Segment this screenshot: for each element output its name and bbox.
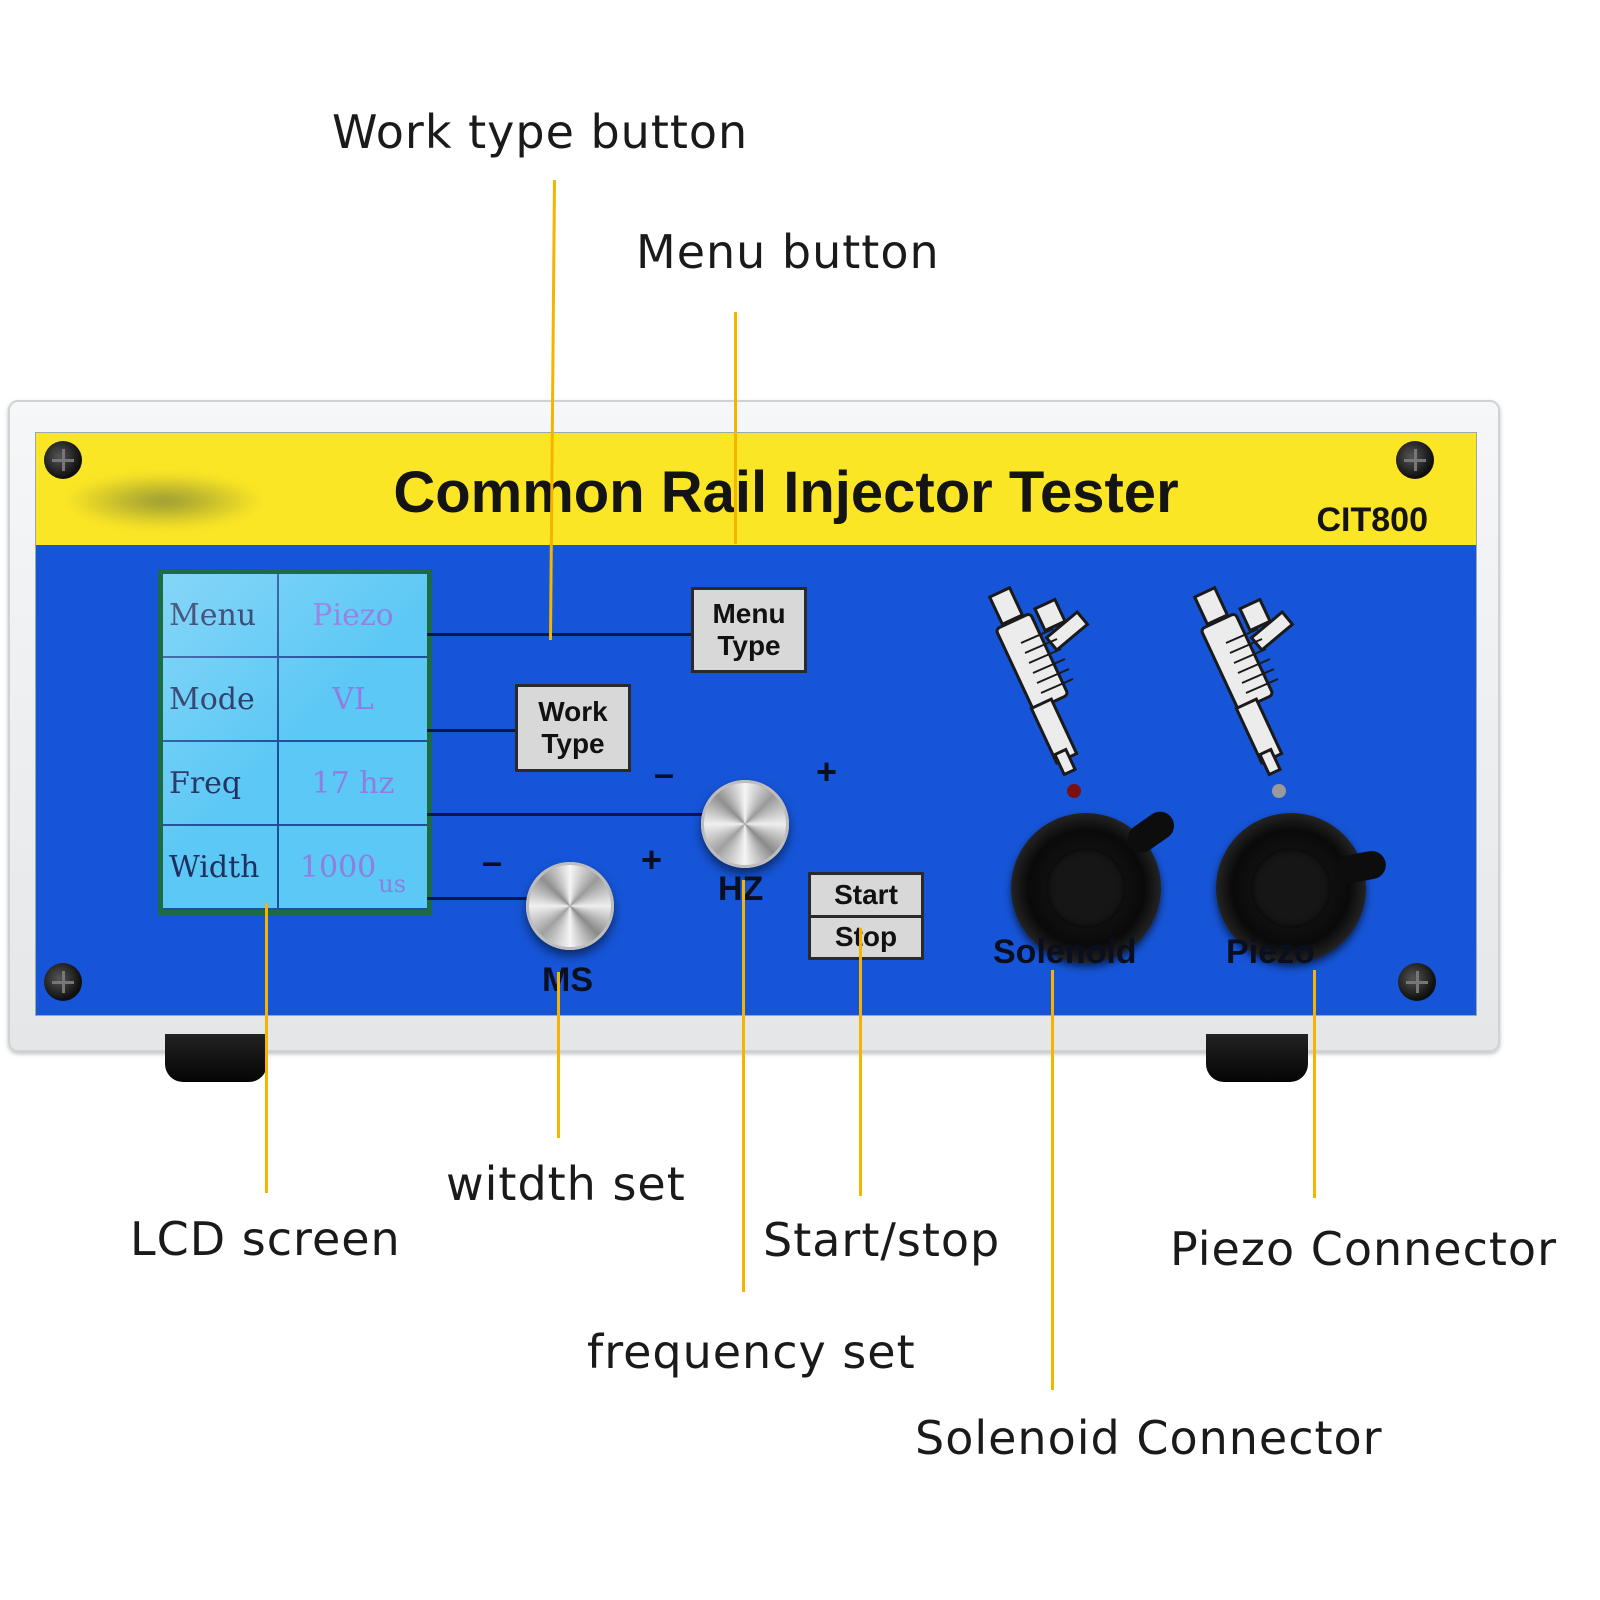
lcd-row-mode: Mode VL bbox=[163, 658, 427, 742]
callout-start-stop: Start/stop bbox=[763, 1213, 1001, 1267]
callout-frequency-set: frequency set bbox=[587, 1325, 916, 1379]
piezo-label: Piezo bbox=[1226, 933, 1315, 971]
screw-icon bbox=[44, 441, 82, 479]
menu-type-button[interactable]: Menu Type bbox=[691, 587, 807, 673]
leader-line-piezo bbox=[1313, 970, 1316, 1198]
lcd-row-menu: Menu Piezo bbox=[163, 574, 427, 658]
leader-line-solenoid bbox=[1051, 970, 1054, 1390]
lcd-value: 17 hz bbox=[279, 742, 427, 824]
leader-line-frequency bbox=[742, 880, 745, 1292]
lcd-value: Piezo bbox=[279, 574, 427, 656]
width-knob[interactable] bbox=[526, 862, 614, 950]
lcd-screen: Menu Piezo Mode VL Freq 17 hz Width 1000… bbox=[158, 569, 432, 915]
button-divider bbox=[811, 914, 921, 918]
lcd-value-unit: us bbox=[378, 870, 407, 898]
callout-piezo-connector: Piezo Connector bbox=[1170, 1222, 1557, 1276]
lcd-label: Width bbox=[163, 826, 279, 908]
work-type-button[interactable]: Work Type bbox=[515, 684, 631, 772]
lcd-value-text: VL bbox=[332, 681, 374, 717]
callout-menu-button: Menu button bbox=[636, 225, 940, 279]
leader-line-menu bbox=[734, 312, 737, 544]
screw-icon bbox=[1398, 963, 1436, 1001]
obscured-logo bbox=[64, 473, 264, 529]
leader-line-start-stop bbox=[859, 928, 862, 1196]
solenoid-label: Solenoid bbox=[993, 933, 1137, 971]
lcd-label: Mode bbox=[163, 658, 279, 740]
lcd-value: 1000 us bbox=[279, 826, 427, 908]
callout-work-type-button: Work type button bbox=[332, 105, 749, 159]
injector-icon bbox=[1192, 585, 1295, 798]
button-label: Stop bbox=[834, 921, 898, 953]
lcd-label: Freq bbox=[163, 742, 279, 824]
lcd-row-width: Width 1000 us bbox=[163, 826, 427, 910]
lcd-row-freq: Freq 17 hz bbox=[163, 742, 427, 826]
button-label: Work bbox=[538, 695, 608, 727]
injector-tester-device: Common Rail Injector Tester CIT800 Menu … bbox=[8, 400, 1500, 1082]
piezo-connector[interactable] bbox=[1216, 813, 1366, 963]
header-strip bbox=[36, 433, 1476, 545]
button-label: Type bbox=[717, 630, 781, 661]
injector-icon bbox=[987, 585, 1090, 798]
screw-icon bbox=[44, 963, 82, 1001]
panel-line bbox=[427, 633, 691, 636]
leader-line-lcd bbox=[265, 903, 268, 1193]
ms-plus-sign: + bbox=[641, 839, 663, 880]
callout-width-set: witdth set bbox=[446, 1157, 686, 1211]
panel-line bbox=[427, 897, 527, 900]
ms-minus-sign: – bbox=[482, 841, 503, 882]
button-label: Menu bbox=[712, 597, 786, 629]
start-stop-button[interactable]: Start Stop bbox=[808, 872, 924, 960]
lcd-value-text: Piezo bbox=[312, 597, 394, 633]
leader-line-width bbox=[557, 972, 560, 1138]
hz-label: HZ bbox=[718, 870, 764, 908]
device-foot bbox=[165, 1034, 267, 1082]
callout-lcd-screen: LCD screen bbox=[130, 1212, 401, 1266]
device-foot bbox=[1206, 1034, 1308, 1082]
lcd-value: VL bbox=[279, 658, 427, 740]
model-number: CIT800 bbox=[1316, 501, 1429, 539]
screw-icon bbox=[1396, 441, 1434, 479]
panel-line bbox=[427, 729, 515, 732]
front-panel: Common Rail Injector Tester CIT800 Menu … bbox=[35, 432, 1477, 1016]
frequency-knob[interactable] bbox=[701, 780, 789, 868]
device-title: Common Rail Injector Tester bbox=[393, 460, 1179, 525]
hz-plus-sign: + bbox=[816, 751, 838, 792]
lcd-label: Menu bbox=[163, 574, 279, 656]
lcd-value-text: 17 hz bbox=[311, 765, 395, 801]
button-label: Type bbox=[541, 728, 605, 759]
panel-line bbox=[427, 813, 705, 816]
button-label: Start bbox=[834, 878, 898, 910]
ms-label: MS bbox=[542, 961, 593, 999]
callout-solenoid-connector: Solenoid Connector bbox=[915, 1411, 1383, 1465]
lcd-value-text: 1000 bbox=[299, 849, 377, 885]
hz-minus-sign: – bbox=[654, 753, 675, 794]
